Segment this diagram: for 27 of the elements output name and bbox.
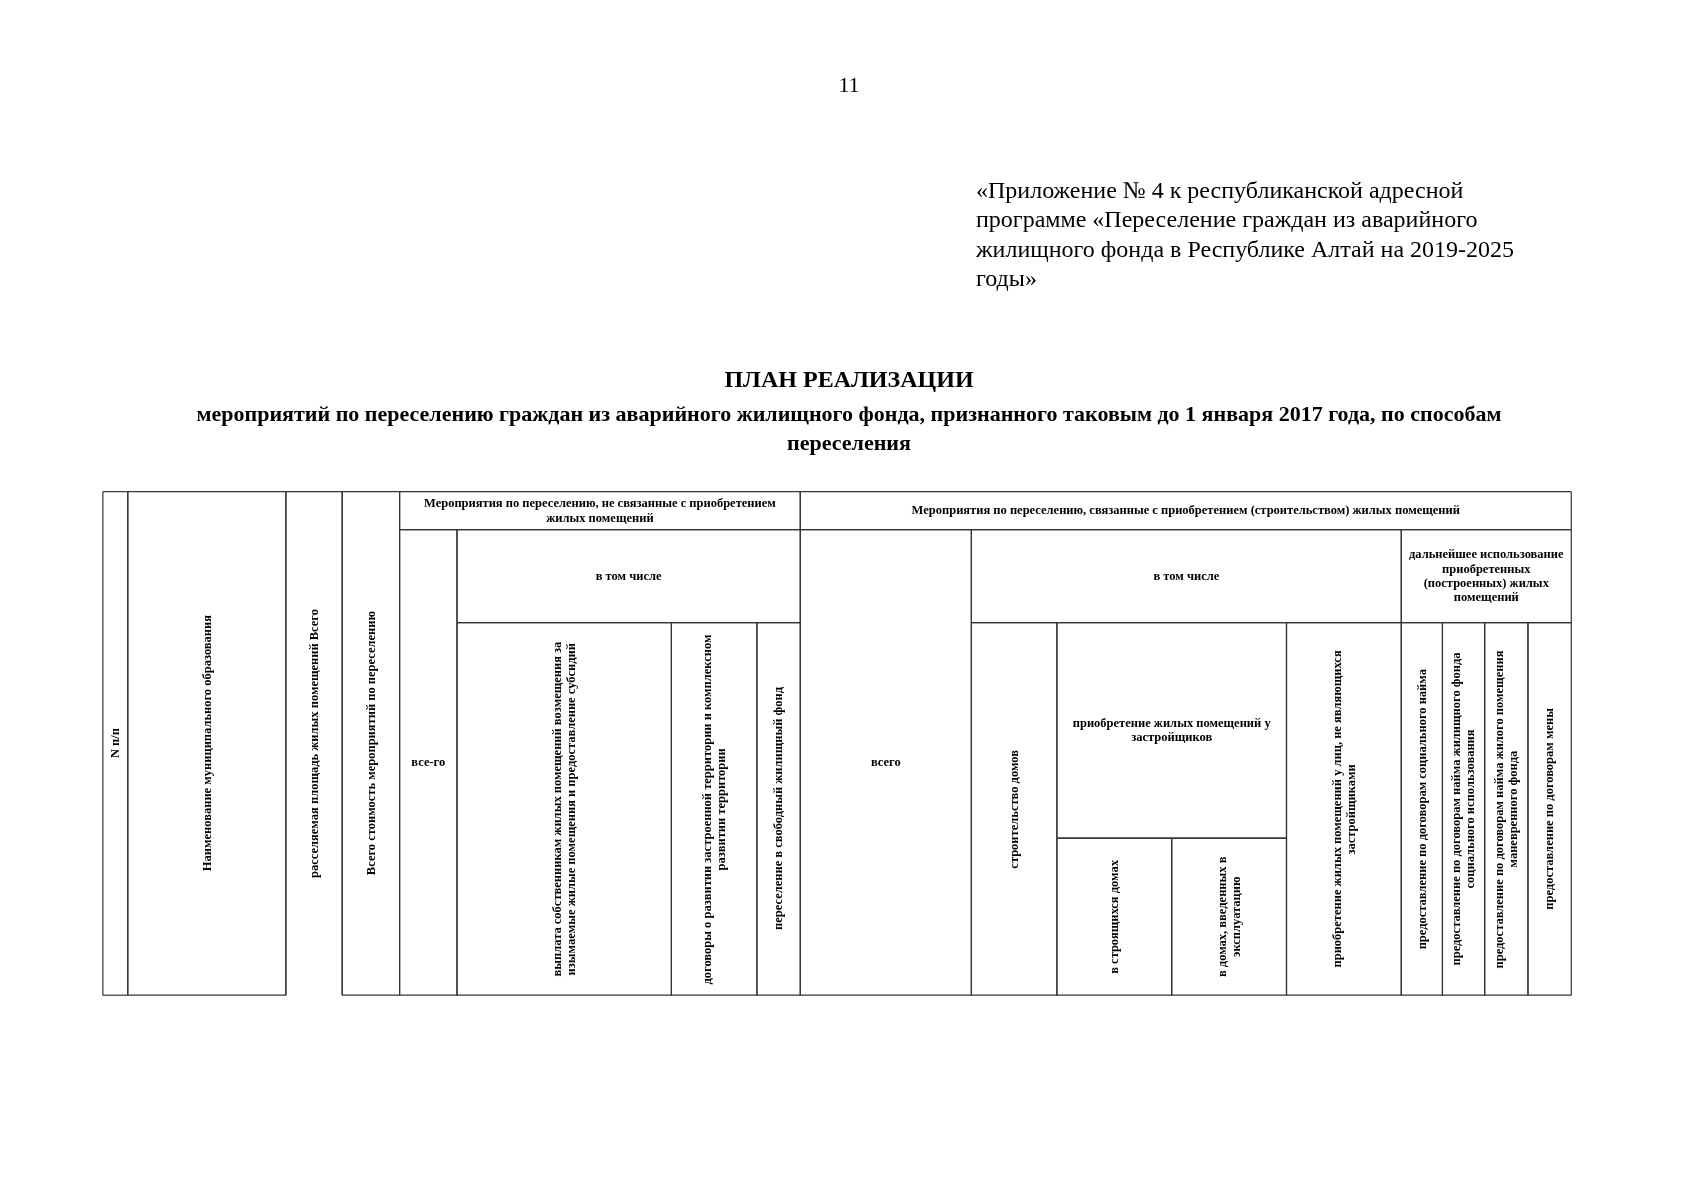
column-header: предоставление по договорам мены [1542,708,1557,910]
column-header: все-го [411,755,446,770]
column-header: в том числе [1153,568,1220,584]
column-header: строительство домов [1006,749,1022,869]
column-header: дальнейшее использование приобретенных (построенных) жилых помещений [1408,547,1565,605]
column-header: Мероприятия по переселению, не связанные с приобретением жилых помещений [423,496,777,525]
subtitle: мероприятий по переселению граждан из аварийного жилищного фонда, признанного таковым до 1 января 2017 года, по способам переселения [195,400,1503,457]
column-header: предоставление по договорам найма жилищного фонда социального использования [1449,651,1478,968]
page-number: 11 [837,72,861,98]
column-header: договоры о развитии застроенной территории и комплексном развитии территории [699,632,729,987]
column-header: приобретение жилых помещений у застройщиков [1071,716,1272,745]
column-header: в домах, введенных в эксплуатацию [1214,855,1244,979]
column-header: Мероприятия по переселению, связанные с приобретением (строительством) жилых помещений [911,503,1460,518]
column-header: предоставление по договорам социального найма [1414,668,1430,950]
column-header: расселяемая площадь жилых помещений Всего [306,608,322,878]
column-header: в строящихся домах [1107,859,1122,974]
column-header: всего [870,755,901,770]
title: ПЛАН РЕАЛИЗАЦИИ [723,366,975,393]
annex-note: «Приложение № 4 к республиканской адресной программе «Переселение граждан из аварийного жилищного фонда в Республике Алтай на 2019-2025 годы» [976,176,1516,293]
column-header: N п/п [108,728,123,759]
column-header: переселение в свободный жилищный фонд [771,687,786,931]
column-header: Наименование муниципального образования [199,615,214,872]
column-header: предоставление по договорам найма жилого помещения маневренного фонда [1491,648,1521,970]
column-header: приобретение жилых помещений у лиц, не являющихся застройщиками [1329,649,1359,970]
column-header: Всего стоимость мероприятий по переселению [363,611,379,876]
column-header: в том числе [595,568,662,584]
column-header: выплата собственникам жилых помещений возмещения за изымаемые жилые помещения и предоставление субсидий [549,640,579,979]
